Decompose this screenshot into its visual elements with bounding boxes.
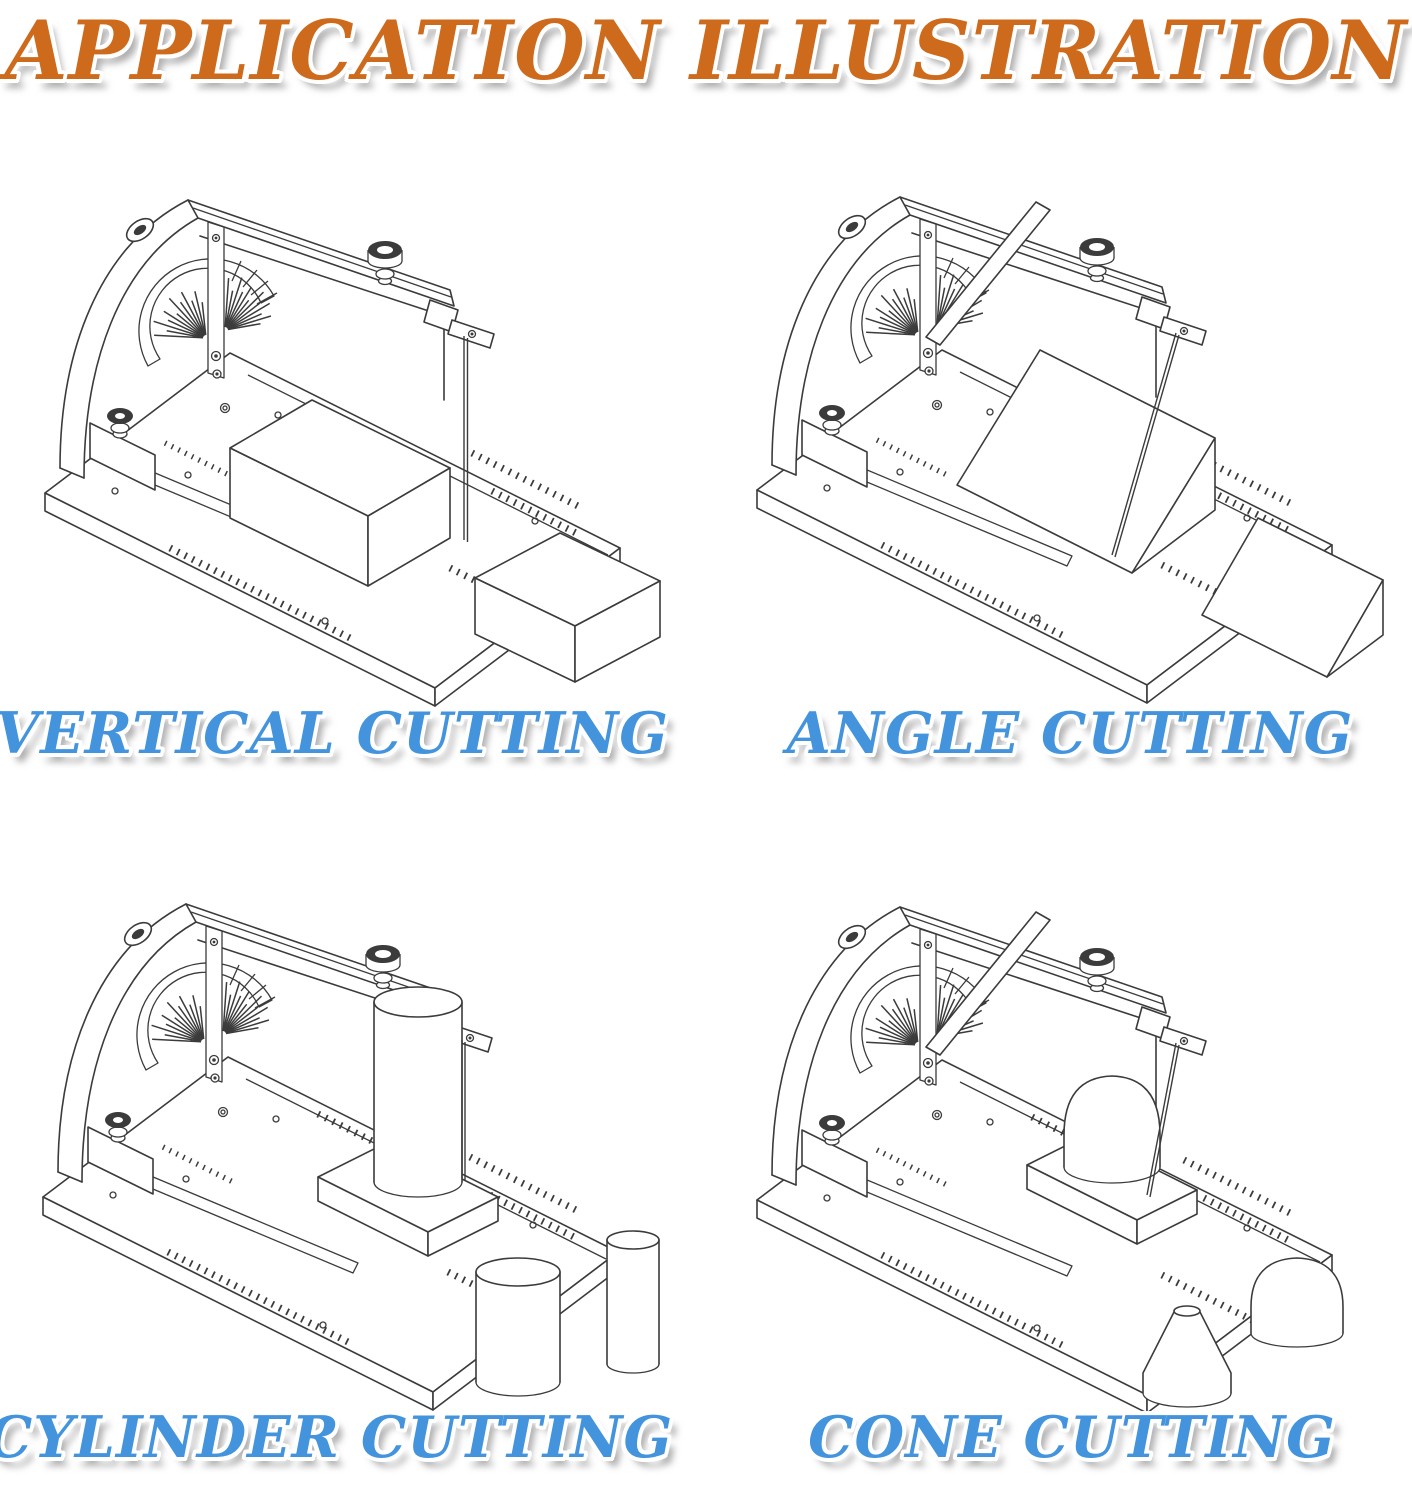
- tilted-strut: [925, 911, 1051, 1056]
- angle-cutting-illustration: [757, 197, 1384, 703]
- cut-piece-cylinder-large: [475, 1257, 561, 1397]
- cut-piece-cone: [1142, 1305, 1232, 1408]
- hot-wire: [1111, 332, 1180, 558]
- workpiece-cylinder: [373, 986, 463, 1198]
- cut-piece-cylinder-small: [606, 1230, 660, 1374]
- tilted-strut: [925, 201, 1051, 346]
- cone-cutting-illustration: [757, 907, 1344, 1413]
- cut-piece-block: [474, 532, 661, 683]
- hot-wire: [463, 336, 469, 542]
- hot-wire: [1146, 1042, 1180, 1198]
- cut-piece-dome: [1250, 1257, 1344, 1348]
- cylinder-cutting-illustration: [43, 904, 660, 1410]
- workpiece-dome: [1063, 1075, 1161, 1184]
- caption-angle-cutting: ANGLE CUTTING: [786, 700, 1354, 767]
- page-title: APPLICATION ILLUSTRATION: [4, 4, 1408, 99]
- caption-cone-cutting: CONE CUTTING: [808, 1404, 1336, 1471]
- caption-cylinder-cutting: CYLINDER CUTTING: [0, 1404, 674, 1471]
- hot-wire: [461, 1040, 466, 1180]
- workpiece-rectangular-block: [229, 399, 451, 587]
- caption-vertical-cutting: VERTICAL CUTTING: [0, 700, 669, 767]
- workpiece-wedge-block: [956, 349, 1216, 574]
- cut-piece-wedge: [1201, 517, 1384, 678]
- vertical-cutting-illustration: [45, 200, 661, 706]
